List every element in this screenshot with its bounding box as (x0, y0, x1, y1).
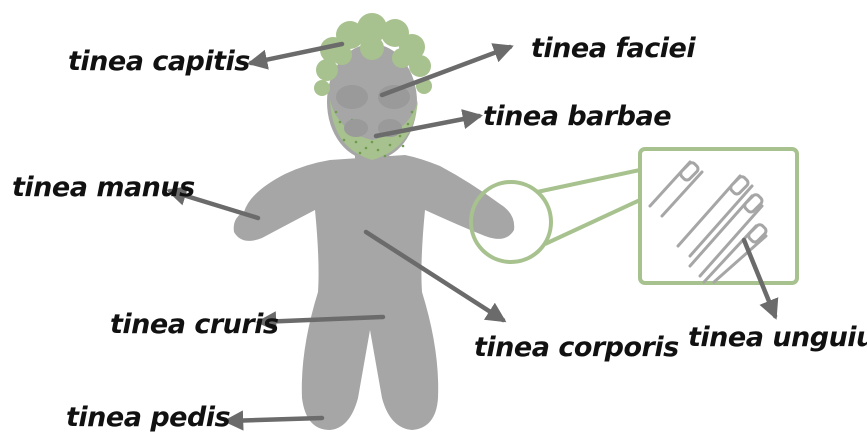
label-tinea-cruris: tinea cruris (110, 309, 279, 340)
magnifier-connector-top (537, 170, 640, 192)
arrow-pedis (227, 418, 322, 421)
label-tinea-corporis: tinea corporis (474, 332, 679, 363)
label-tinea-pedis: tinea pedis (66, 402, 231, 432)
left-eye-shape (336, 85, 368, 109)
label-tinea-barbae: tinea barbae (483, 101, 671, 132)
label-tinea-manus: tinea manus (12, 172, 195, 203)
body-silhouette (234, 155, 515, 430)
label-tinea-unguium: tinea unguium (688, 322, 867, 353)
magnifier-connector-bottom (545, 200, 640, 244)
nail-zoom-callout (471, 149, 797, 283)
left-cheek-shape (344, 119, 368, 137)
label-tinea-capitis: tinea capitis (68, 46, 250, 77)
label-tinea-faciei: tinea faciei (531, 33, 696, 64)
